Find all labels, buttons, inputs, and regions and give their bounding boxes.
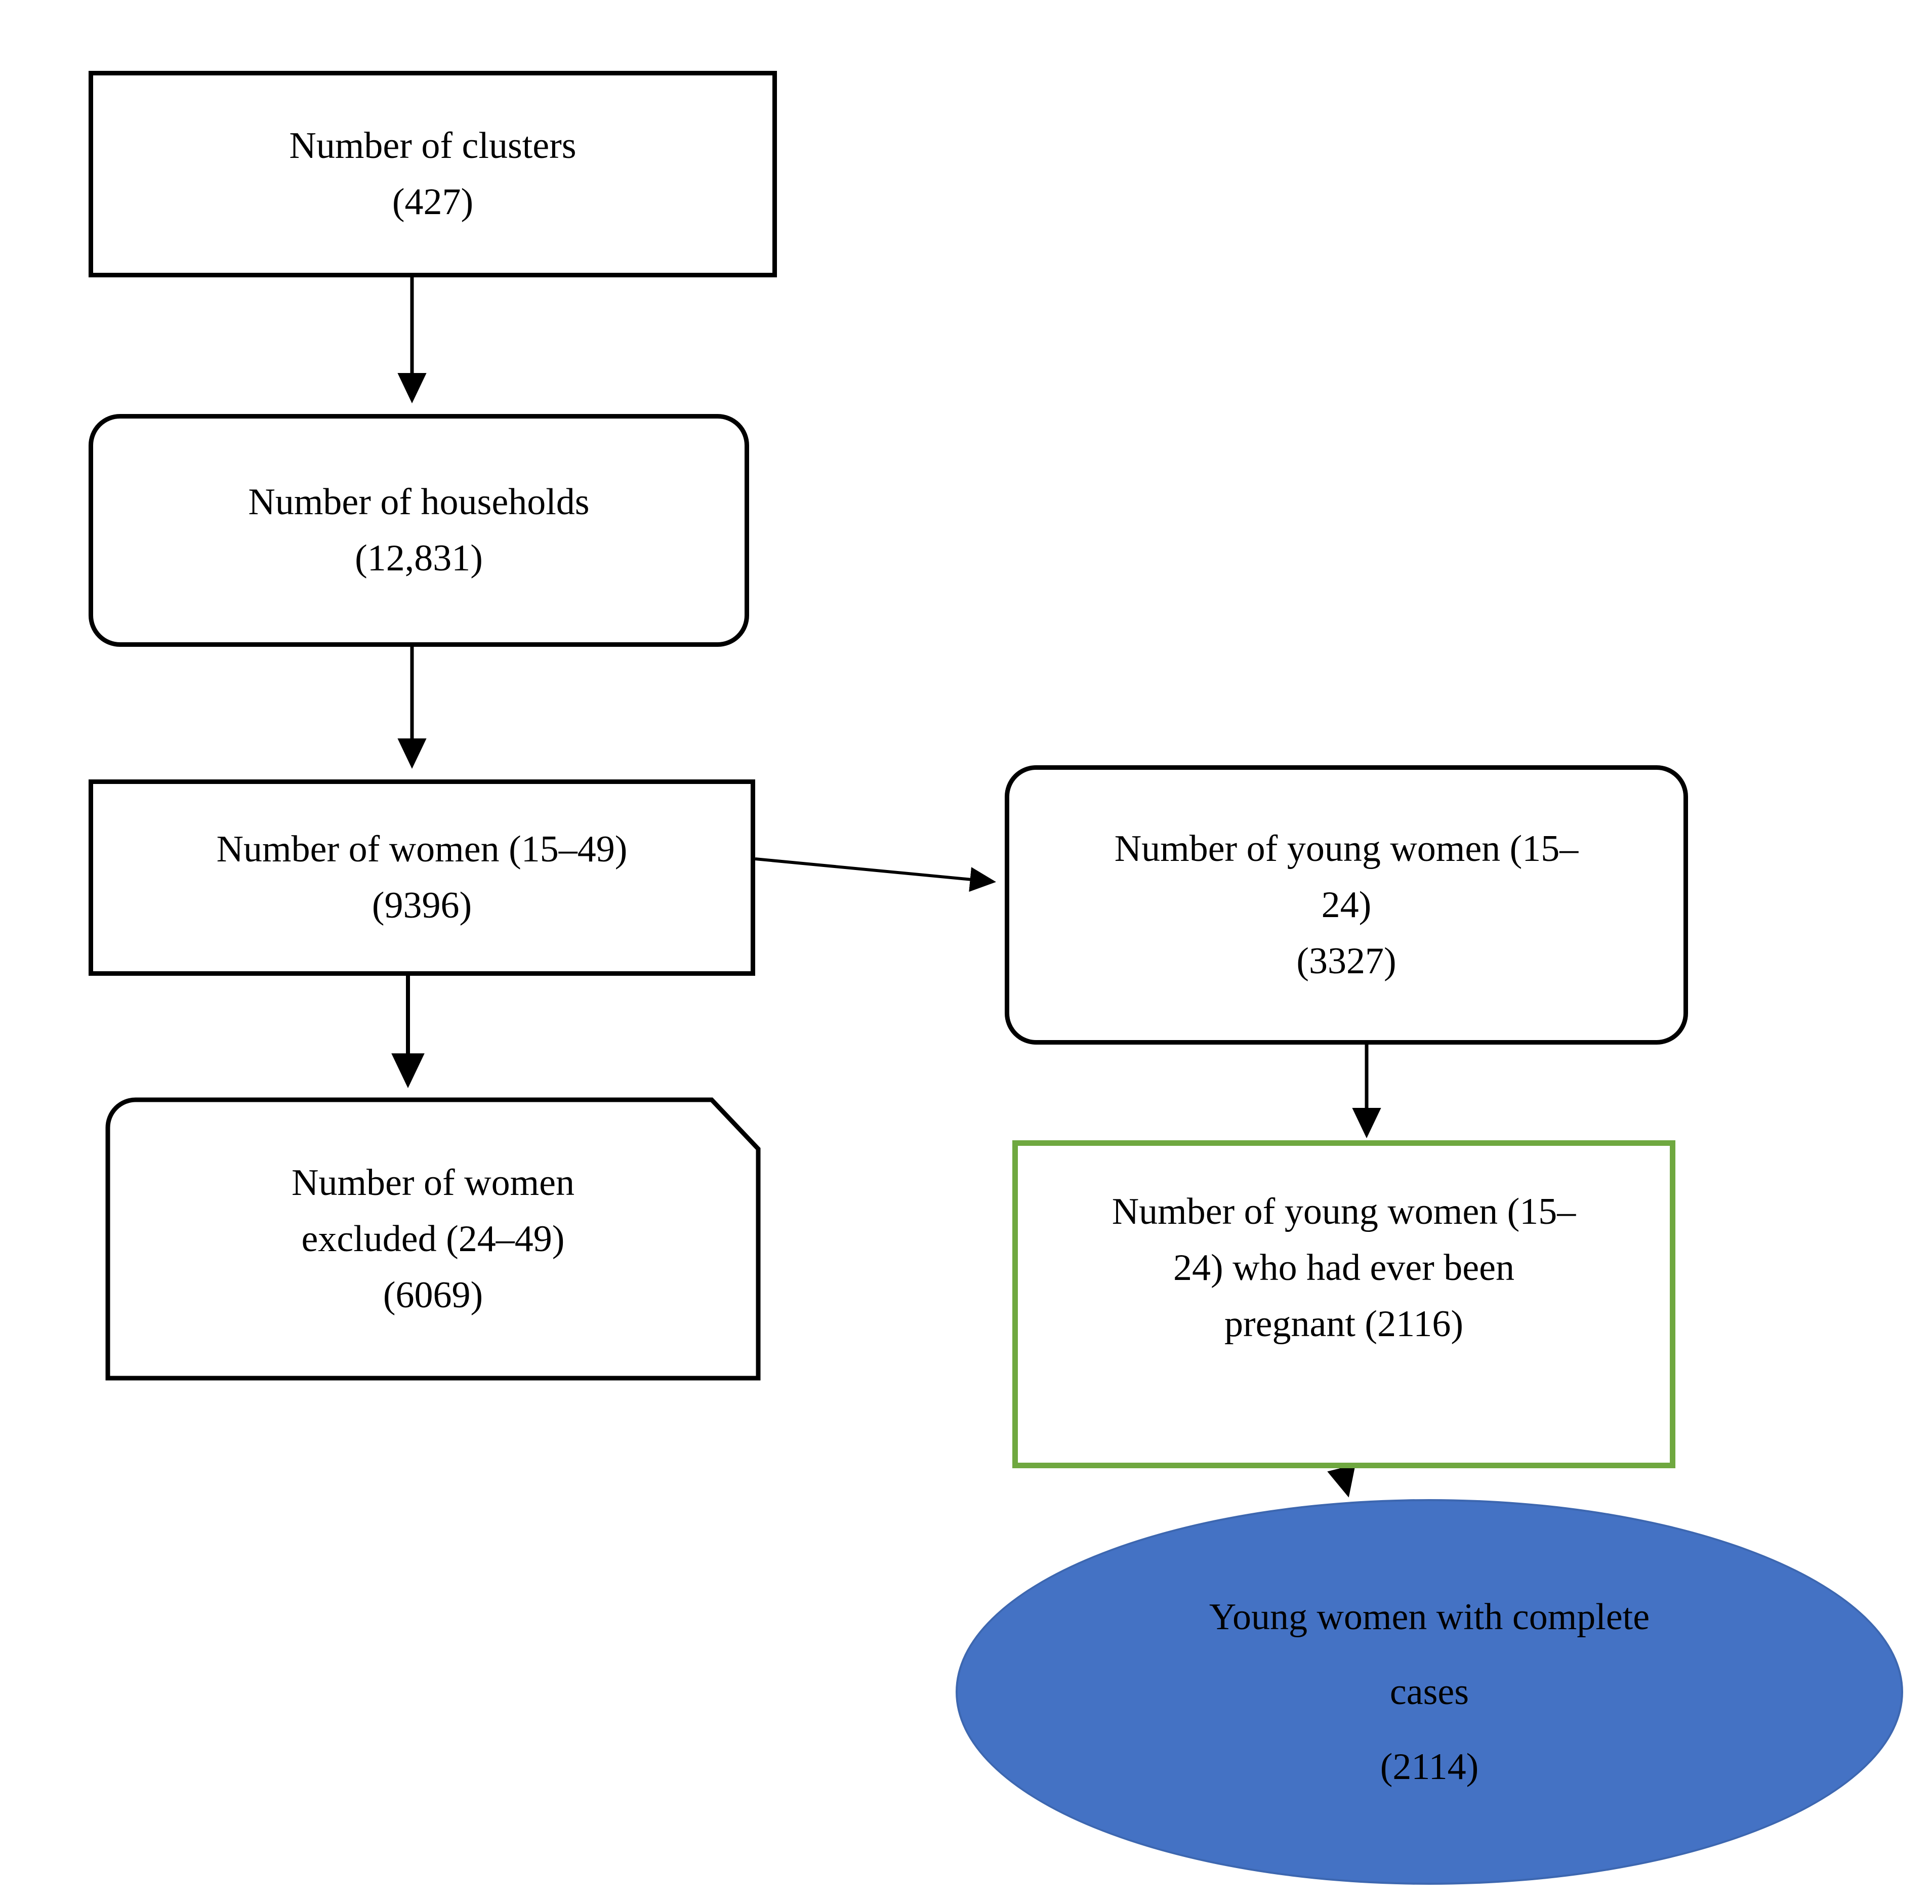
node-ever-pregnant-line-1: Number of young women (15– [1112,1191,1576,1232]
bevel-shape [105,1097,761,1381]
node-clusters-line-2: (427) [392,181,474,223]
node-young-women-line-2: 24) [1321,884,1372,926]
node-number-of-clusters[interactable]: Number of clusters (427) [89,71,777,277]
node-number-of-women-excluded[interactable]: Number of women excluded (24–49) (6069) [105,1097,761,1381]
node-complete-cases-line-1: Young women with complete [1209,1596,1650,1638]
node-households-line-2: (12,831) [355,537,483,579]
node-clusters-line-1: Number of clusters [289,125,577,167]
node-women-excluded-line-2: excluded (24–49) [301,1218,565,1260]
node-number-of-women[interactable]: Number of women (15–49) (9396) [89,779,755,976]
node-complete-cases-line-3: (2114) [1380,1746,1479,1788]
node-young-women-line-3: (3327) [1296,940,1396,982]
node-women-line-1: Number of women (15–49) [216,829,628,870]
node-women-excluded-line-3: (6069) [383,1274,483,1316]
node-number-of-households[interactable]: Number of households (12,831) [89,414,749,647]
node-number-of-young-women[interactable]: Number of young women (15– 24) (3327) [1005,765,1688,1045]
node-women-excluded-line-1: Number of women [292,1162,574,1204]
node-ever-pregnant-line-3: pregnant (2116) [1224,1303,1463,1345]
node-households-line-1: Number of households [248,481,590,523]
node-complete-cases-line-2: cases [1389,1671,1469,1713]
node-young-women-complete-cases[interactable]: Young women with complete cases (2114) [956,1499,1903,1885]
node-ever-pregnant-line-2: 24) who had ever been [1173,1247,1514,1289]
node-ever-been-pregnant[interactable]: Number of young women (15– 24) who had e… [1012,1140,1675,1468]
node-young-women-line-1: Number of young women (15– [1114,827,1579,870]
node-women-line-2: (9396) [372,885,472,926]
